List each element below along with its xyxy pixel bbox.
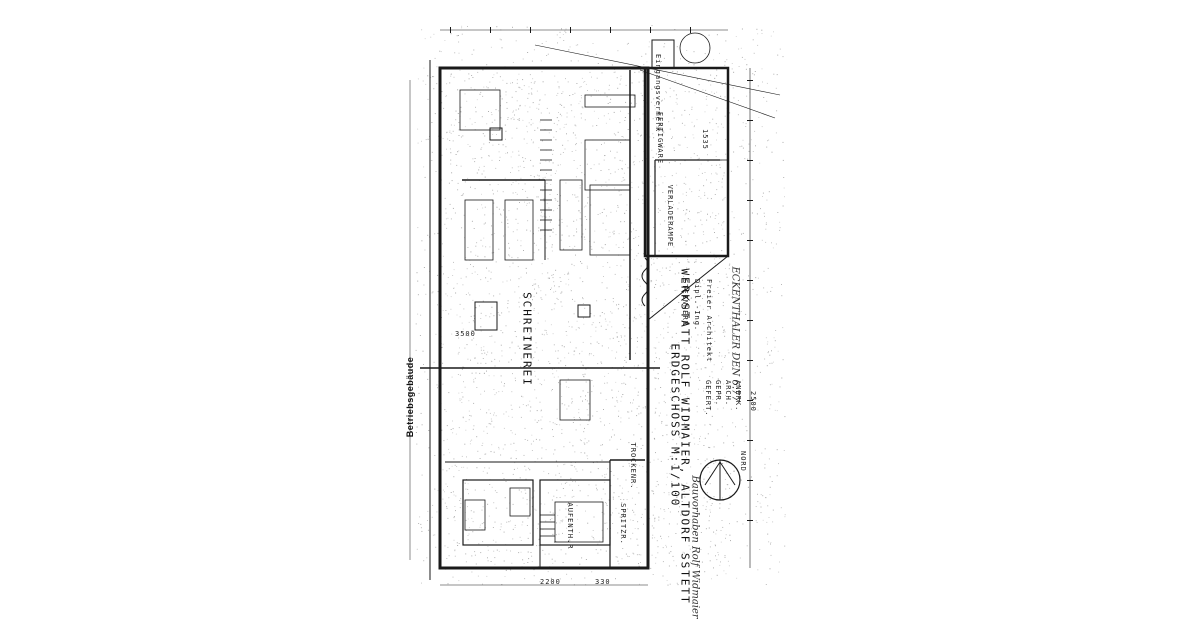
dimension-label-5: 330 [595,578,611,586]
room-label-spritzraum: SPRITZR. [619,503,627,545]
handwritten-note: Bauvorhaben Rolf Widmaier [689,475,701,619]
signature-line-4: ECKENTHALER DEN 6.77 [729,266,741,402]
approval-label-1: GEFERT. [704,380,712,417]
room-label-aufenthalt: AUFENTH.R [566,502,574,550]
floor-plan-drawing [409,25,786,586]
dimension-label-3: 1535 [701,129,709,150]
room-label-schreinerei: SCHREINEREI [520,292,534,387]
dimension-label-1: 3500 [455,330,476,338]
approval-label-2: GEPR. [714,380,722,407]
side-caption: Betriebsgebäude [405,356,415,438]
plan-sheet: Betriebsgebäude WERKSTATT ROLF WIDMAIER,… [405,25,786,619]
dimension-ticks [450,27,753,521]
speckle-texture [415,25,786,586]
walls [409,29,781,586]
north-label: NORD [739,451,747,472]
signature-line-2: Dipl.-Ing. [693,279,701,332]
signature-line-1: STEINHERR [681,279,689,326]
room-label-fertigware: FERTIGWARE [656,111,664,165]
room-label-verladerampe: VERLADERAMPE [666,184,674,248]
signature-line-3: Freier Architekt [705,279,713,363]
title-line-2: ERDGESCHOSS M:1/100 [668,343,682,508]
dimension-label-4: 2200 [540,578,561,586]
room-label-trockenraum: TROCKENR. [629,442,637,490]
dimension-label-2: 2500 [749,391,757,412]
